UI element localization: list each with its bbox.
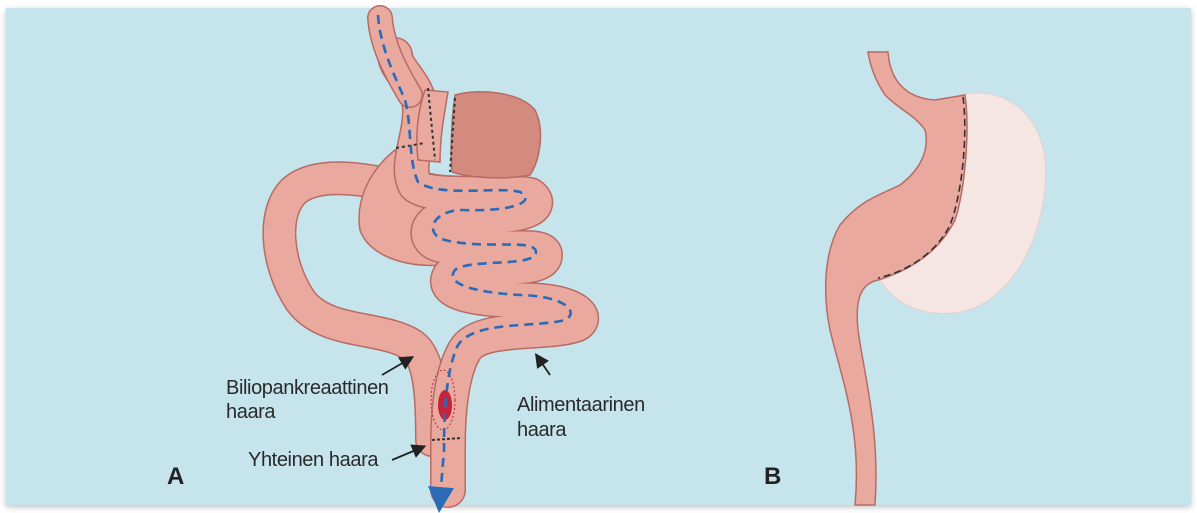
alimentary-label-line2: haara <box>517 419 567 441</box>
alimentary-label-line1: Alimentaarinen <box>517 394 645 416</box>
biliopancreatic-label-line1: Biliopankreaattinen <box>226 377 389 399</box>
biliopancreatic-label-line2: haara <box>226 401 276 423</box>
panel-a: Biliopankreaattinen haara Alimentaarinen… <box>167 15 645 500</box>
panel-b: B <box>764 52 1046 505</box>
excluded-stomach-body <box>451 92 540 178</box>
biliopancreatic-pointer-arrow <box>382 358 411 375</box>
common-limb-pointer-arrow <box>392 447 423 460</box>
panel-b-letter: B <box>764 463 781 490</box>
panel-a-letter: A <box>167 463 184 490</box>
alimentary-pointer-arrow <box>537 356 550 375</box>
common-limb-label: Yhteinen haara <box>248 449 379 471</box>
